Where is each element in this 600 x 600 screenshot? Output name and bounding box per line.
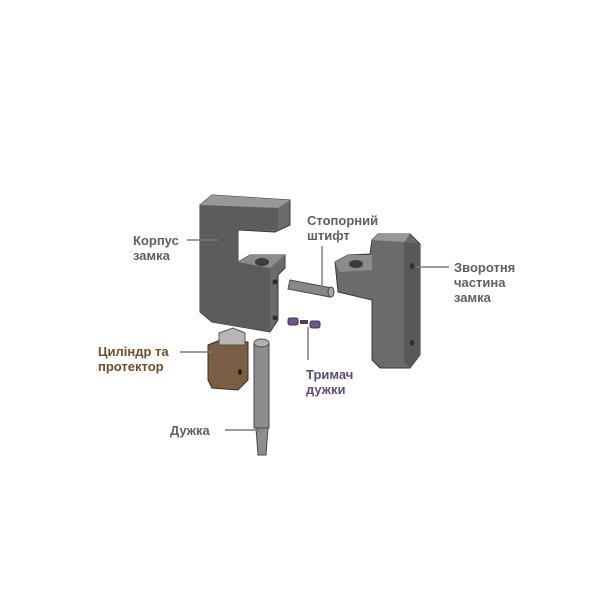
stop-pin-part — [287, 279, 335, 298]
cylinder-part — [207, 327, 249, 391]
label-cylinder: Циліндр та протектор — [98, 344, 169, 374]
shackle-retainer-part — [287, 317, 321, 329]
label-retainer: Тримач дужки — [306, 367, 354, 397]
shackle-part — [253, 338, 270, 456]
lock-body-part — [199, 194, 291, 333]
label-back-part: Зворотня частина замка — [454, 260, 516, 305]
leader-lines — [180, 239, 449, 431]
label-shackle: Дужка — [170, 423, 210, 438]
label-stop-pin: Стопорний штифт — [307, 213, 379, 243]
label-lock-body: Корпус замка — [133, 233, 179, 263]
back-part-of-lock — [334, 233, 421, 369]
